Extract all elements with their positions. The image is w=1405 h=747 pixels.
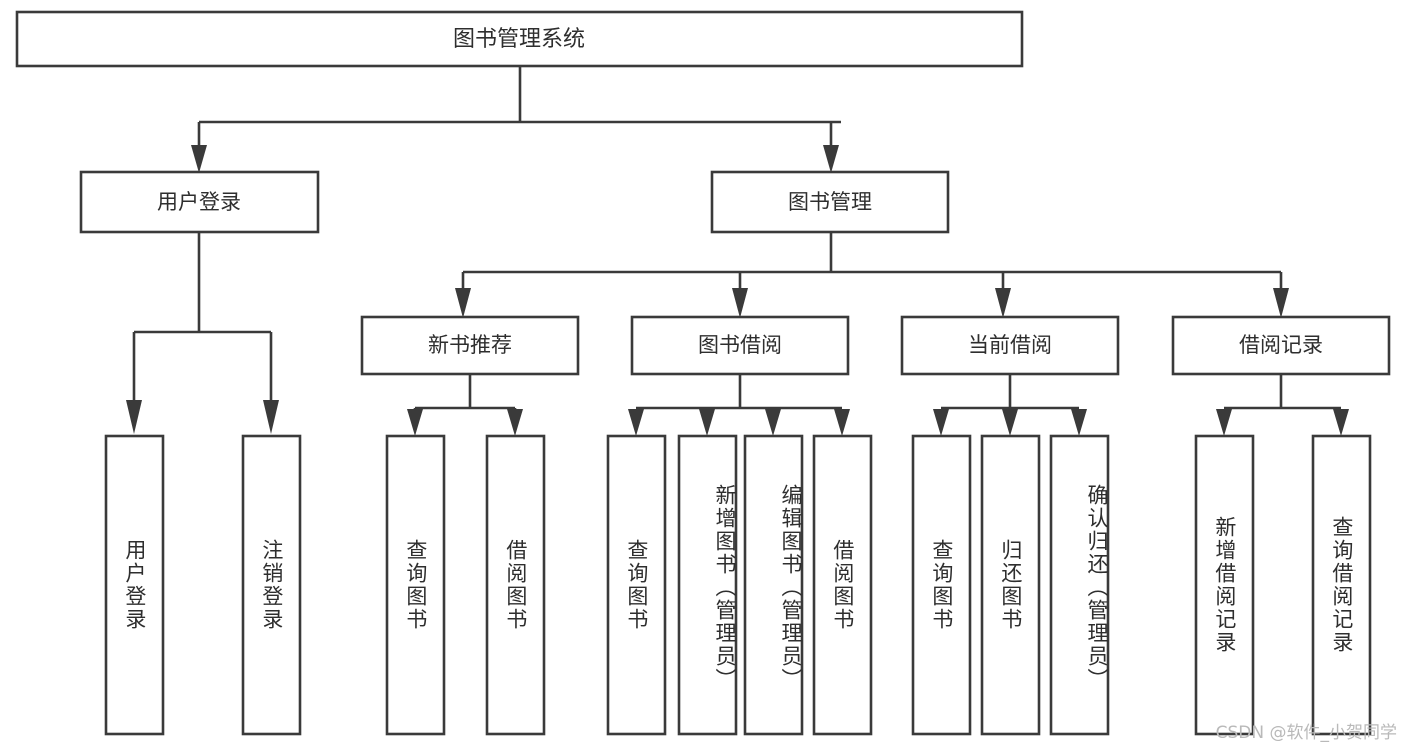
connectors-book-manage-to-level3 <box>455 232 1289 318</box>
arrowhead-bb-leaf2 <box>699 409 715 436</box>
arrowhead-br-leaf1 <box>1216 409 1232 436</box>
node-book-manage[interactable]: 图书管理 <box>710 170 950 234</box>
arrowhead-bb-leaf3 <box>765 409 781 436</box>
node-root[interactable]: 图书管理系统 <box>15 10 1024 68</box>
leaf-box-user-login-1[interactable] <box>241 434 302 736</box>
leaf-boxes-borrow-record <box>1194 434 1372 736</box>
arrowhead-cb-leaf3 <box>1071 409 1087 436</box>
leaf-boxes-user-login <box>104 434 302 736</box>
arrowhead-cb-leaf1 <box>933 409 949 436</box>
node-current-borrow-box[interactable] <box>900 315 1120 376</box>
node-borrow-record-label: 借阅记录 <box>1239 333 1323 357</box>
leaf-box-borrow-record-1[interactable] <box>1311 434 1372 736</box>
connectors-current-borrow-to-leaves <box>933 374 1087 436</box>
node-user-login[interactable]: 用户登录 <box>79 170 320 234</box>
leaf-box-book-borrow-0[interactable] <box>606 434 667 736</box>
leaf-box-new-book-0[interactable] <box>385 434 446 736</box>
arrowhead-bb-leaf4 <box>834 409 850 436</box>
arrowhead-cb-leaf2 <box>1002 409 1018 436</box>
node-book-borrow-label: 图书借阅 <box>698 333 782 357</box>
node-book-manage-box[interactable] <box>710 170 950 234</box>
arrowhead-book-manage <box>823 145 839 173</box>
node-user-login-label: 用户登录 <box>157 190 241 214</box>
leaf-box-current-borrow-2[interactable] <box>1049 434 1110 736</box>
node-user-login-box[interactable] <box>79 170 320 234</box>
node-current-borrow-label: 当前借阅 <box>968 333 1052 357</box>
arrowhead-ul-leaf1 <box>126 400 142 434</box>
connectors-borrow-record-to-leaves <box>1216 374 1349 436</box>
leaf-boxes-book-borrow <box>606 434 873 736</box>
arrowhead-book-borrow <box>732 288 748 318</box>
leaf-box-book-borrow-3[interactable] <box>812 434 873 736</box>
node-book-manage-label: 图书管理 <box>788 190 872 214</box>
watermark: CSDN @软件_小贺同学 <box>1215 723 1397 743</box>
arrowhead-bb-leaf1 <box>628 409 644 436</box>
leaf-box-book-borrow-1[interactable] <box>677 434 738 736</box>
arrowhead-user-login <box>191 145 207 173</box>
connectors-root-to-level2 <box>191 66 841 173</box>
leaf-box-user-login-0[interactable] <box>104 434 165 736</box>
node-book-borrow[interactable]: 图书借阅 <box>630 315 850 376</box>
node-new-book-recommend-label: 新书推荐 <box>428 333 512 357</box>
node-new-book-recommend[interactable]: 新书推荐 <box>360 315 580 376</box>
node-book-borrow-box[interactable] <box>630 315 850 376</box>
arrowhead-ul-leaf2 <box>263 400 279 434</box>
leaf-boxes-new-book-recommend <box>385 434 546 736</box>
arrowhead-borrow-record <box>1273 288 1289 318</box>
node-root-label: 图书管理系统 <box>453 27 585 52</box>
leaf-boxes-current-borrow <box>911 434 1110 736</box>
connectors-new-book-to-leaves <box>407 374 523 436</box>
leaf-box-current-borrow-1[interactable] <box>980 434 1041 736</box>
connectors-book-borrow-to-leaves <box>628 374 850 436</box>
leaf-box-new-book-1[interactable] <box>485 434 546 736</box>
arrowhead-nb-leaf1 <box>407 409 423 436</box>
node-current-borrow[interactable]: 当前借阅 <box>900 315 1120 376</box>
connectors-user-login-to-leaves <box>126 232 279 434</box>
node-new-book-recommend-box[interactable] <box>360 315 580 376</box>
node-root-box[interactable] <box>15 10 1024 68</box>
node-borrow-record[interactable]: 借阅记录 <box>1171 315 1391 376</box>
node-borrow-record-box[interactable] <box>1171 315 1391 376</box>
arrowhead-br-leaf2 <box>1333 409 1349 436</box>
leaf-box-borrow-record-0[interactable] <box>1194 434 1255 736</box>
arrowhead-current-borrow <box>995 288 1011 318</box>
arrowhead-nb-leaf2 <box>507 409 523 436</box>
leaf-box-current-borrow-0[interactable] <box>911 434 972 736</box>
leaf-box-book-borrow-2[interactable] <box>743 434 804 736</box>
arrowhead-new-book <box>455 288 471 318</box>
